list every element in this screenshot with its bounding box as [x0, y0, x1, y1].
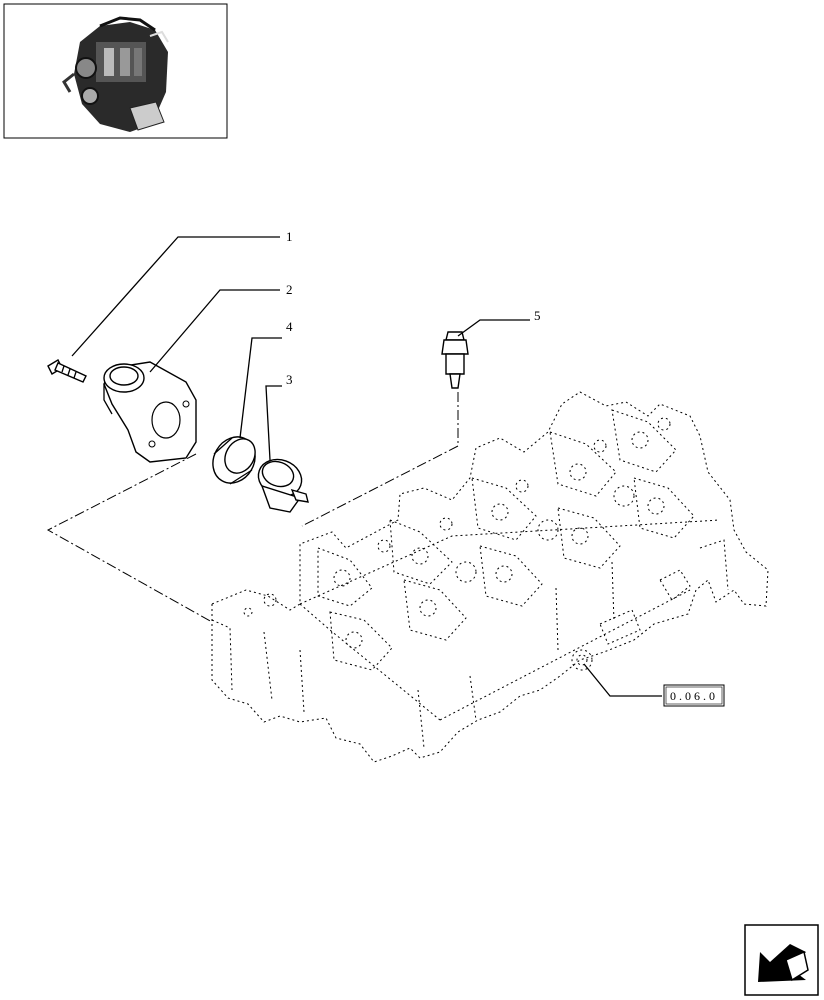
callout-label: 4 [286, 319, 293, 334]
reference-callout: 0.06.0 [583, 663, 725, 707]
engine-thumbnail-icon[interactable] [3, 3, 228, 139]
temperature-sensor-part [441, 331, 469, 389]
seal-ring-part [212, 436, 256, 485]
callout-3: 3 [265, 372, 293, 461]
callout-label: 1 [286, 229, 293, 244]
assembly-lines [46, 392, 459, 623]
next-page-arrow-icon[interactable] [744, 924, 819, 996]
callout-label: 2 [286, 282, 293, 297]
thermostat-housing-part [103, 361, 197, 463]
callout-label: 3 [286, 372, 293, 387]
thermostat-part [257, 458, 309, 513]
callout-5: 5 [457, 308, 541, 337]
callout-label: 5 [534, 308, 541, 323]
callout-2: 2 [149, 282, 293, 373]
reference-label: 0.06.0 [670, 689, 718, 703]
callout-4: 4 [239, 319, 293, 439]
cylinder-head-part [211, 391, 769, 763]
callout-1: 1 [71, 229, 293, 357]
bolt-part [47, 359, 87, 383]
